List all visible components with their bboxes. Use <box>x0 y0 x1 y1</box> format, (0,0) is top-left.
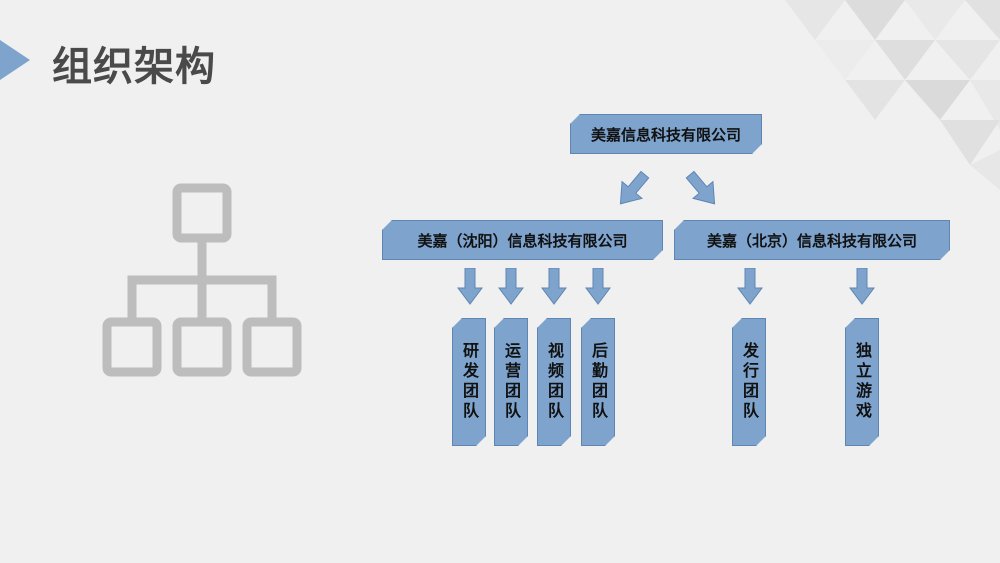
decorative-triangle-pattern <box>785 0 1000 190</box>
org-branch-beijing: 美嘉（北京）信息科技有限公司 <box>674 220 950 260</box>
triangle-marker-icon <box>0 40 30 80</box>
org-team-node: 视频团队 <box>537 318 571 446</box>
org-team-node: 后勤团队 <box>581 318 615 446</box>
down-arrow-icon <box>685 170 716 205</box>
down-arrow-icon <box>737 268 763 305</box>
org-root-node: 美嘉信息科技有限公司 <box>570 114 762 154</box>
org-team-node: 独立游戏 <box>845 318 879 446</box>
org-team-node: 运营团队 <box>494 318 528 446</box>
org-team-node: 发行团队 <box>732 318 766 446</box>
down-arrow-icon <box>498 268 524 305</box>
down-arrow-icon <box>457 268 483 305</box>
org-chart-icon <box>102 183 302 377</box>
page-title: 组织架构 <box>52 44 216 90</box>
down-arrow-icon <box>541 268 567 305</box>
down-arrow-icon <box>619 170 650 205</box>
org-team-node: 研发团队 <box>452 318 486 446</box>
down-arrow-icon <box>849 268 875 305</box>
down-arrow-icon <box>585 268 611 305</box>
org-branch-shenyang: 美嘉（沈阳）信息科技有限公司 <box>382 220 663 260</box>
